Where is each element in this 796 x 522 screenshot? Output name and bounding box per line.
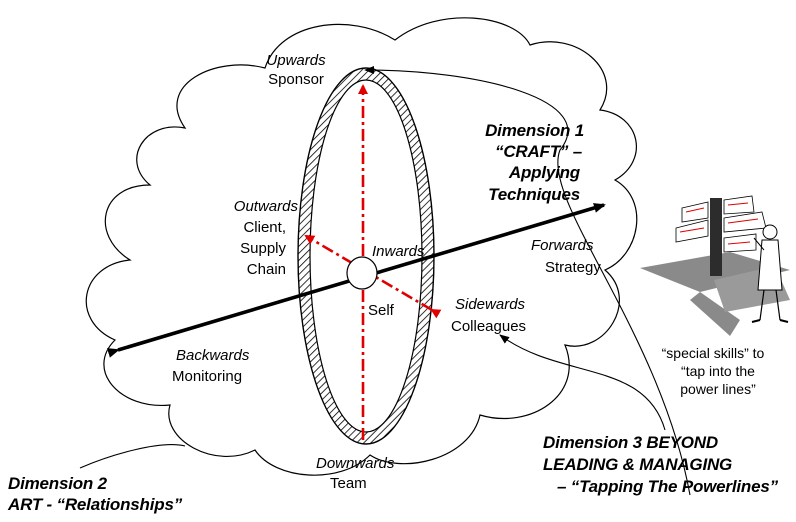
- dimension2-title: Dimension 2: [8, 474, 107, 493]
- upwards-label: Upwards: [266, 52, 326, 69]
- dimension3-leading: LEADING & MANAGING: [543, 455, 733, 474]
- dimension3-connector: [499, 334, 666, 431]
- dimension1-title: Dimension 1: [485, 121, 584, 140]
- dimension3-title: Dimension 3 BEYOND: [543, 433, 718, 452]
- monitoring-label: Monitoring: [172, 368, 243, 385]
- self-circle: [346, 256, 378, 290]
- sponsor-label: Sponsor: [268, 71, 324, 88]
- self-label: Self: [368, 302, 394, 319]
- special-skills-line2: “tap into the: [681, 363, 755, 379]
- special-skills-line1: “special skills” to: [661, 345, 765, 361]
- team-label: Team: [330, 475, 367, 492]
- sidewards-label: Sidewards: [455, 296, 526, 313]
- downwards-label: Downwards: [316, 455, 395, 472]
- client-label-1: Client,: [243, 219, 286, 236]
- colleagues-label: Colleagues: [451, 318, 527, 335]
- special-skills-line3: power lines”: [680, 381, 756, 397]
- inwards-label: Inwards: [372, 243, 425, 260]
- strategy-label: Strategy: [545, 259, 601, 276]
- forwards-label: Forwards: [531, 237, 594, 254]
- dimension3-powerlines: – “Tapping The Powerlines”: [557, 477, 778, 496]
- dimension1-applying: Applying: [508, 163, 580, 182]
- dimension2-relationships: ART - “Relationships”: [8, 495, 183, 514]
- client-label-2: Supply: [240, 240, 286, 257]
- dimension1-craft: “CRAFT” –: [495, 142, 582, 161]
- dimension1-techniques: Techniques: [488, 185, 580, 204]
- client-label-3: Chain: [246, 261, 286, 278]
- dimension2-connector: [79, 444, 186, 469]
- outwards-label: Outwards: [233, 198, 298, 215]
- dimension1-connector: [364, 66, 691, 496]
- signpost-illustration: [640, 195, 790, 336]
- backwards-label: Backwards: [176, 347, 250, 364]
